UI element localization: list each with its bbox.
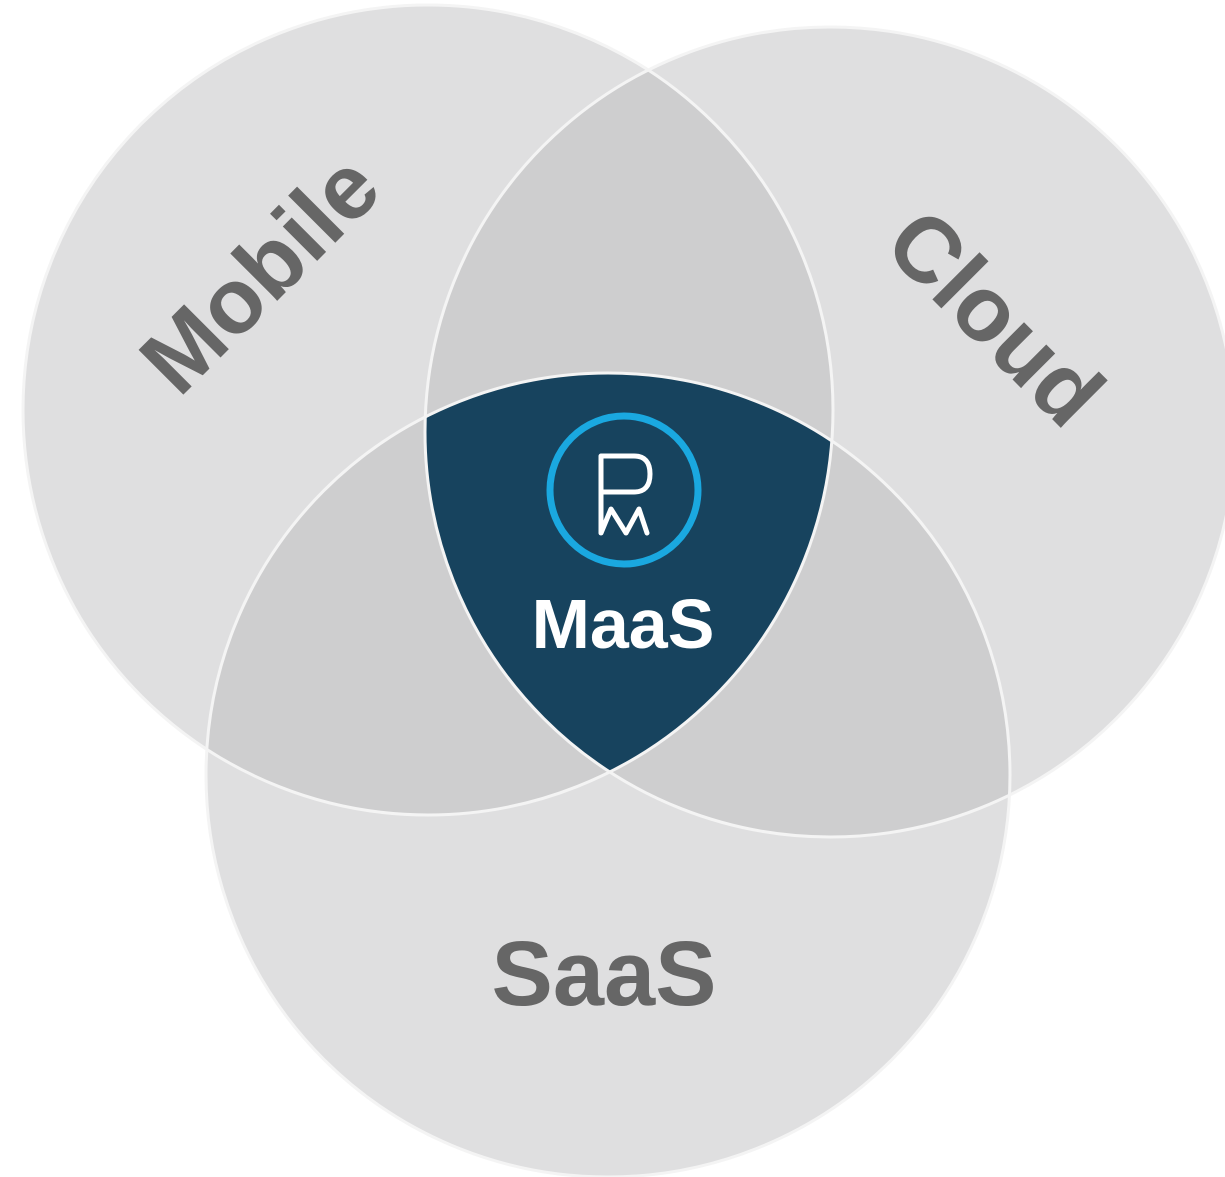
- mobile-outline: [21, 3, 835, 817]
- pw-logo-icon: [546, 412, 702, 568]
- cloud-outline: [423, 25, 1225, 839]
- maas-label: MaaS: [532, 585, 715, 663]
- saas-outline: [204, 371, 1012, 1177]
- saas-label: SaaS: [491, 923, 716, 1025]
